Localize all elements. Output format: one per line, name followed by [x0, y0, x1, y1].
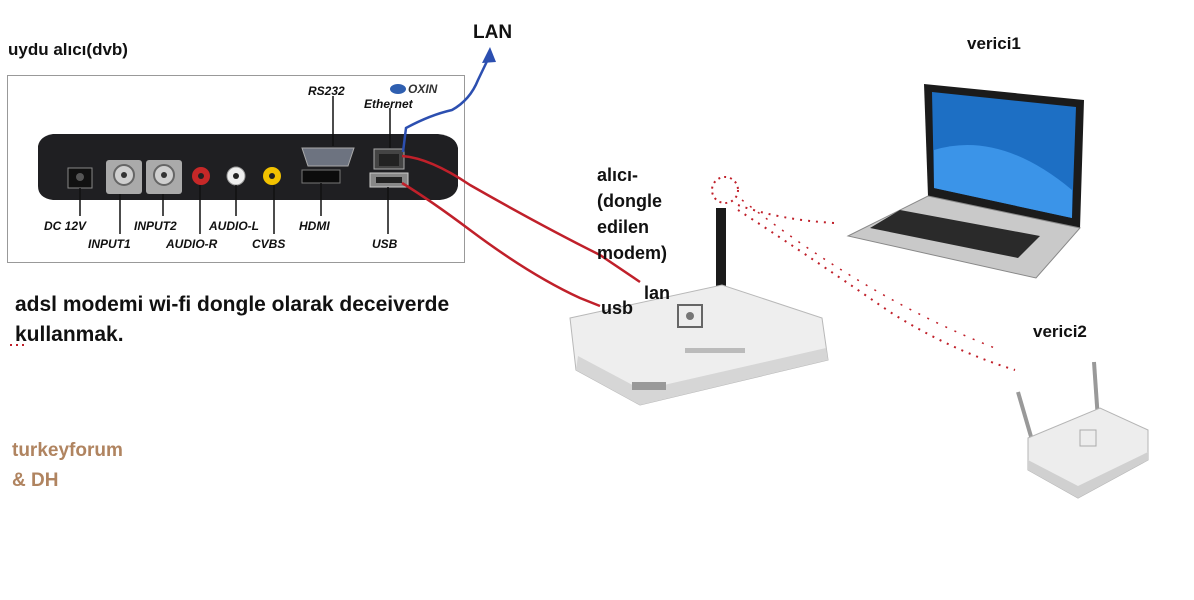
receiver-device-image	[38, 84, 458, 234]
port-label-usb: USB	[372, 237, 398, 251]
port-label-dc: DC 12V	[44, 219, 87, 233]
transmitter2-label: verici2	[1033, 322, 1087, 341]
lan-cable-arrow	[401, 54, 492, 153]
wifi-signal-ring	[711, 176, 739, 204]
description-line2: kullanmak.	[15, 323, 124, 346]
port-label-cvbs: CVBS	[252, 237, 286, 251]
modem-image	[569, 208, 829, 406]
description-line1: adsl modemi wi-fi dongle olarak deceiver…	[15, 293, 450, 316]
receiver-back-panel: RS232 Ethernet OXIN DC 12V INPUT1 INPUT2…	[7, 75, 465, 263]
credit-line1: turkeyforum	[12, 440, 123, 461]
description-text: adsl modemi wi-fi dongle olarak deceiver…	[15, 290, 449, 350]
modem-lan-port-label: lan	[644, 283, 671, 303]
laptop-image	[846, 84, 1084, 279]
lan-label: LAN	[473, 22, 513, 43]
lan-arrow-head	[482, 47, 496, 63]
port-label-audio-r: AUDIO-R	[166, 237, 218, 251]
port-label-hdmi: HDMI	[299, 219, 330, 233]
wifi-dotted-link-1	[737, 204, 836, 224]
port-label-rs232: RS232	[308, 84, 345, 98]
brand-logo: OXIN	[408, 82, 438, 96]
modem-label-line3: edilen	[597, 217, 650, 237]
transmitter1-label: verici1	[967, 34, 1021, 53]
credit-line2: & DH	[12, 470, 59, 491]
modem-label: alıcı- (dongle edilen modem)	[597, 162, 667, 266]
port-label-input1: INPUT1	[88, 237, 131, 251]
credit-text: turkeyforum & DH	[12, 436, 123, 496]
port-label-ethernet: Ethernet	[364, 97, 413, 111]
modem-usb-port-label: usb	[601, 298, 634, 318]
usb-cable	[401, 181, 601, 308]
modem-label-line1: alıcı-	[597, 165, 639, 185]
wifi-dotted-link-3	[741, 199, 1001, 351]
modem-label-line2: (dongle	[597, 191, 662, 211]
port-label-input2: INPUT2	[134, 219, 177, 233]
lan-cable	[401, 154, 641, 284]
modem-label-line4: modem)	[597, 243, 668, 263]
port-label-audio-l: AUDIO-L	[209, 219, 259, 233]
access-point-image	[1016, 361, 1149, 499]
diagram-title: uydu alıcı(dvb)	[8, 40, 128, 59]
